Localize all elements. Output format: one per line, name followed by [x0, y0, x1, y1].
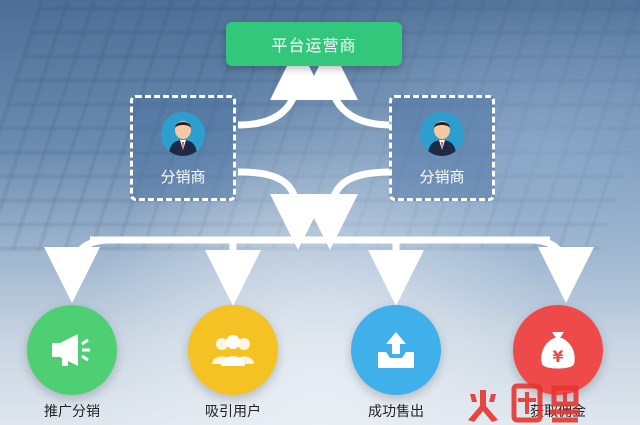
arrow-bus-right-curve: [529, 236, 594, 303]
arrow-left-dist-to-top: [237, 44, 326, 129]
earn-commission-circle: ¥: [513, 305, 603, 395]
upload-box-icon: [378, 332, 414, 368]
businessman-avatar-icon: [420, 112, 464, 156]
promote-distribution-label: 推广分销: [44, 404, 100, 420]
businessman-avatar-icon: [161, 112, 205, 156]
platform-operator-label: 平台运营商: [271, 36, 357, 55]
arrow-bus-left-curve: [44, 236, 111, 303]
money-bag-icon: ¥: [541, 332, 575, 369]
platform-operator-box: 平台运营商: [226, 22, 402, 66]
arrow-right-dist-down: [302, 168, 393, 250]
promote-distribution-circle: [27, 305, 117, 395]
successful-sale-label: 成功售出: [368, 404, 424, 420]
users-group-icon: [212, 335, 254, 366]
arrow-right-dist-to-top: [302, 44, 393, 129]
megaphone-icon: [52, 334, 90, 366]
attract-users-label: 吸引用户: [205, 404, 261, 420]
attract-users-circle: [188, 305, 278, 395]
distributor-box-right: 分销商: [389, 95, 495, 201]
distributor-box-left: 分销商: [130, 95, 236, 201]
arrow-left-dist-down: [237, 168, 326, 250]
distributor-label-right: 分销商: [419, 168, 465, 186]
successful-sale-circle: [351, 305, 441, 395]
distributor-label-left: 分销商: [160, 168, 206, 186]
watermark-logo: [468, 383, 580, 423]
svg-text:¥: ¥: [552, 347, 563, 366]
